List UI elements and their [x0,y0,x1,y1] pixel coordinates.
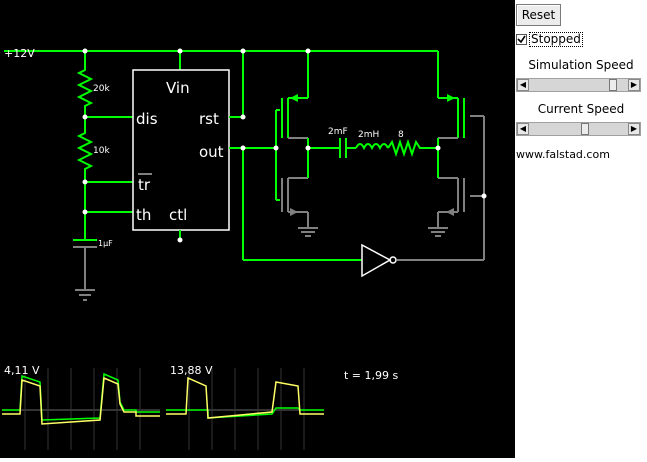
resistor-8-label: 8 [398,130,404,140]
slider-thumb[interactable] [609,79,617,91]
inductor-label: 2mH [358,130,379,140]
slider-thumb[interactable] [581,123,589,135]
website-label: www.falstad.com [516,148,610,161]
resistor-20k [76,60,94,117]
scope-2: 13,88 V [166,362,324,450]
junction-dots [82,48,487,243]
resistor-20k-label: 20k [93,84,110,94]
left-arrow-icon[interactable]: ◀ [517,123,529,135]
supply-rail [4,50,439,117]
reset-button[interactable]: Reset [516,4,561,26]
stopped-checkbox[interactable]: Stopped [516,31,583,47]
timer-out-label: out [199,143,224,161]
timer-tr-label: tr [138,176,151,194]
capacitor-2mf-label: 2mF [328,127,348,137]
timer-dis-label: dis [136,110,158,128]
timer-555: Vin dis rst out tr th ctl [132,69,230,240]
capacitor-1uf-label: 1μF [98,239,113,248]
scope-1: 4,11 V [2,362,160,450]
right-arrow-icon[interactable]: ▶ [628,123,640,135]
simulation-speed-label: Simulation Speed [528,58,634,72]
current-speed-slider[interactable]: ◀ ▶ [516,122,641,136]
timer-ctl-label: ctl [169,206,187,224]
left-arrow-icon[interactable]: ◀ [517,79,529,91]
resistor-10k-label: 10k [93,146,110,156]
right-arrow-icon[interactable]: ▶ [628,79,640,91]
capacitor-1uf [73,239,97,301]
output-path [307,138,439,178]
resistor-10k [76,117,94,240]
time-label: t = 1,99 s [344,369,399,382]
timer-rst-label: rst [199,110,219,128]
timer-vin-label: Vin [166,79,190,97]
checkbox-icon[interactable] [516,33,527,45]
stopped-label: Stopped [529,31,583,47]
circuit-diagram: +12V 20k 10k 1μF Vin dis rst out tr th c… [2,47,487,450]
circuit-canvas[interactable]: +12V 20k 10k 1μF Vin dis rst out tr th c… [0,0,515,458]
current-speed-label: Current Speed [537,102,625,116]
scope-2-label: 13,88 V [170,364,213,377]
control-panel: Reset Stopped Simulation Speed ◀ ▶ Curre… [515,0,647,458]
scope-1-label: 4,11 V [4,364,40,377]
inverter [361,243,397,278]
mosfet-left [276,97,318,237]
supply-label: +12V [4,47,35,60]
mosfet-right [397,97,485,261]
simulation-speed-slider[interactable]: ◀ ▶ [516,78,641,92]
timer-th-label: th [136,206,151,224]
